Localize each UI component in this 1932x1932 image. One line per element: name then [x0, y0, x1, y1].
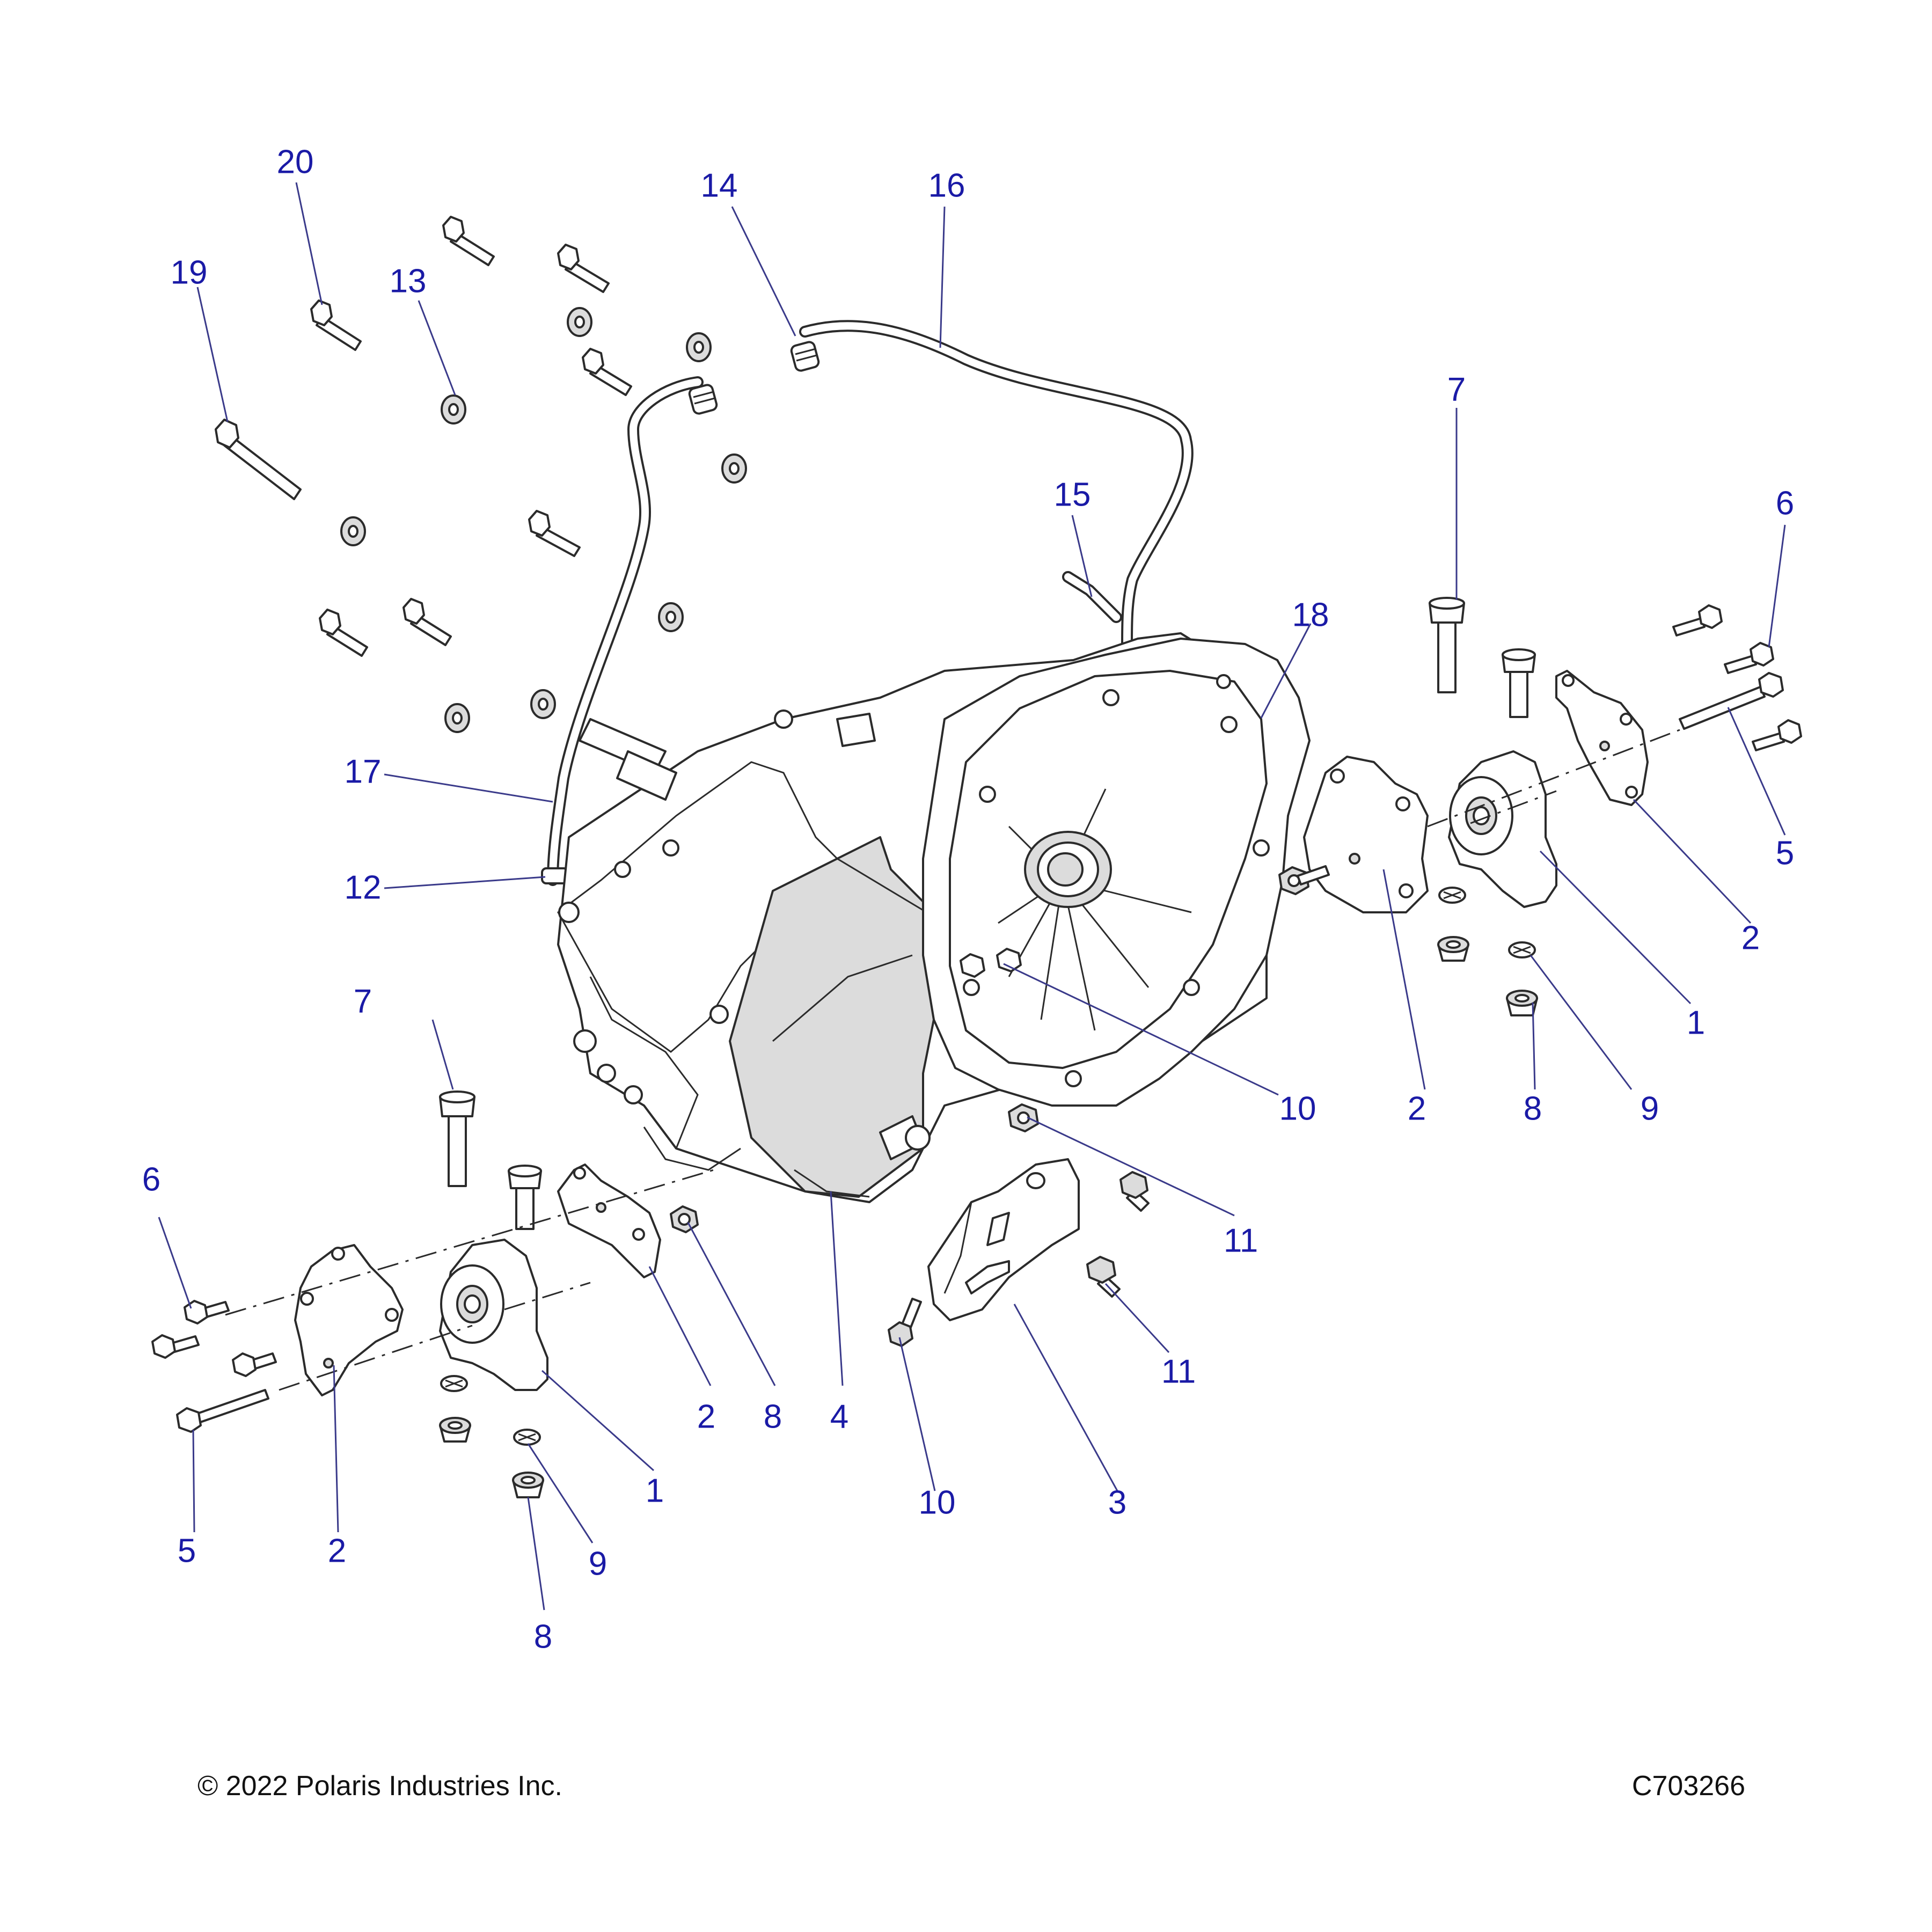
callout-16: 16: [928, 167, 965, 204]
callout-2-midright: 2: [1408, 1091, 1426, 1128]
callout-1-right: 1: [1687, 1005, 1705, 1042]
bolt-right-c: [1672, 604, 1723, 636]
callout-7-top: 7: [1447, 371, 1466, 408]
flange-nut-8-mid: [670, 1205, 699, 1233]
washer-13: [441, 394, 466, 425]
hose-16: [799, 320, 1194, 650]
callout-14: 14: [701, 167, 738, 204]
bolt-right-d: [1752, 719, 1802, 751]
nut-10-mid: [960, 953, 985, 978]
callout-10-bottom: 10: [919, 1484, 956, 1521]
mount-plate-2-midleft: [557, 1163, 661, 1278]
nut-8-left: [512, 1472, 544, 1498]
callout-9-right: 9: [1641, 1091, 1659, 1128]
bolt-7-left: [439, 1091, 475, 1187]
callout-6-right: 6: [1776, 485, 1794, 522]
washer-f: [444, 703, 470, 733]
callout-4: 4: [830, 1399, 848, 1436]
bolt-5-right: [1679, 672, 1784, 730]
bolt-6-left: [184, 1300, 230, 1324]
callout-8-left: 8: [534, 1619, 552, 1656]
callout-8-mid: 8: [764, 1399, 782, 1436]
bolt-b: [557, 244, 610, 293]
flange-bolt-11-mid: [1119, 1171, 1150, 1212]
callout-18: 18: [1292, 597, 1329, 634]
nut-mid-b: [996, 948, 1022, 972]
callout-7-left: 7: [354, 983, 372, 1020]
flange-nut-11-top: [1008, 1103, 1039, 1132]
washer-a: [567, 307, 592, 337]
callout-3: 3: [1108, 1484, 1126, 1521]
washer-c: [721, 453, 747, 484]
washer-9-left: [513, 1429, 541, 1446]
callout-13: 13: [390, 263, 427, 300]
washer-d: [340, 516, 366, 546]
engine-mount-1-left: [439, 1239, 548, 1391]
bolt-left-c: [151, 1334, 200, 1359]
bolt-5-left: [176, 1389, 269, 1433]
callout-labels: 20 19 13 14 16 15 18 7 6 5 2 1 17 12 10 …: [142, 144, 1794, 1656]
nut-left-a: [439, 1417, 471, 1443]
callout-2-left: 2: [328, 1533, 346, 1570]
callout-9-left: 9: [589, 1546, 607, 1583]
washer-g: [530, 689, 556, 719]
bolt-right-b: [1502, 648, 1536, 718]
callout-2-midleft: 2: [697, 1399, 715, 1436]
bolt-e: [319, 609, 368, 657]
flange-bolt-right-mount: [1297, 865, 1330, 885]
flange-bolt-11-lower: [1086, 1256, 1121, 1298]
bolt-d: [528, 510, 581, 557]
callout-1-left: 1: [646, 1473, 664, 1510]
callout-17: 17: [345, 753, 382, 791]
bolt-20: [310, 299, 362, 351]
bolt-7-right: [1429, 597, 1465, 693]
callout-20: 20: [277, 144, 314, 181]
hose-15: [1062, 571, 1122, 623]
engine-mount-1-right: [1448, 750, 1557, 908]
copyright-notice: © 2022 Polaris Industries Inc.: [197, 1770, 562, 1802]
callout-15: 15: [1054, 477, 1091, 514]
washer-right-a: [1438, 887, 1466, 904]
callout-2-farright: 2: [1741, 920, 1760, 957]
bracket-3: [927, 1158, 1080, 1321]
bolt-left-b: [508, 1165, 542, 1230]
washer-b: [686, 332, 712, 362]
bolt-10-bottom: [888, 1298, 922, 1347]
clutch-housing: [922, 638, 1311, 1107]
callout-11-top: 11: [1224, 1223, 1258, 1260]
nut-right-a: [1437, 936, 1469, 962]
axis-left: [225, 1169, 714, 1391]
bolt-f: [402, 598, 452, 646]
washer-9-right: [1508, 941, 1536, 958]
bolt-c: [582, 348, 632, 396]
long-bolt-19: [215, 419, 302, 500]
callout-5-left: 5: [178, 1533, 196, 1570]
callout-11-bottom: 11: [1161, 1353, 1196, 1391]
callout-5-right: 5: [1776, 835, 1794, 872]
bolt-left-d: [232, 1352, 277, 1377]
callout-12: 12: [345, 869, 382, 906]
hose-fitting-14: [790, 341, 820, 372]
hose-fitting-upper: [688, 384, 718, 415]
figure-id: C703266: [1631, 1770, 1745, 1802]
callout-10-mid: 10: [1279, 1091, 1316, 1128]
mount-plate-2-farright: [1555, 670, 1649, 806]
leader-lines: [158, 182, 1786, 1611]
axis-right: [1427, 729, 1680, 828]
bolt-6-right: [1724, 642, 1774, 674]
bolt-a: [442, 216, 495, 266]
washer-e: [658, 602, 684, 632]
callout-8-right: 8: [1524, 1091, 1542, 1128]
washer-left-a: [440, 1375, 468, 1392]
mount-plate-2-left: [294, 1244, 404, 1396]
mount-plate-2-midright: [1303, 756, 1429, 913]
callout-19: 19: [171, 254, 208, 291]
callout-6-left: 6: [142, 1161, 160, 1198]
hose-17: [547, 376, 704, 886]
